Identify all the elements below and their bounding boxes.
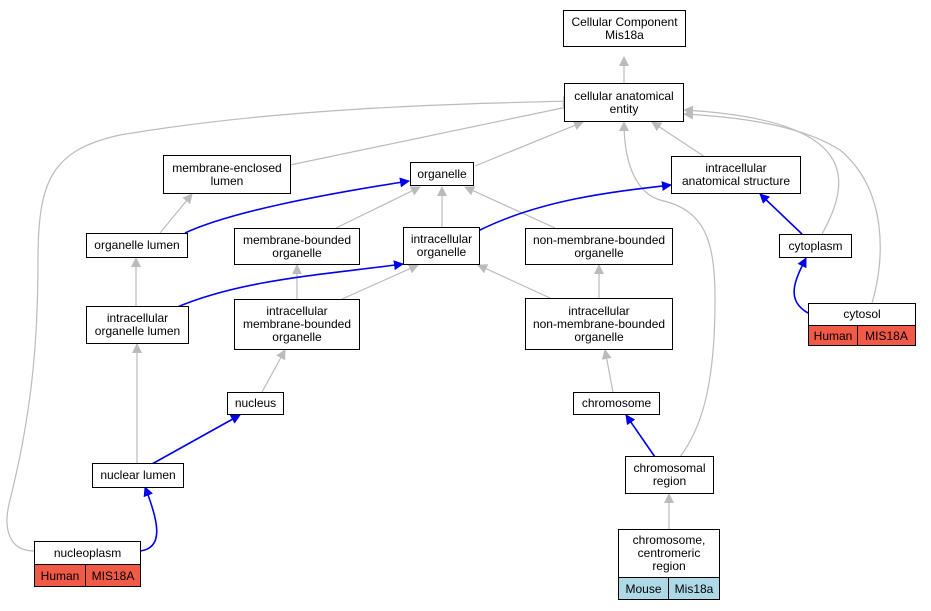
node-intracellular-organelle[interactable]: intracellular organelle <box>403 227 480 265</box>
node-intracellular-non-membrane-bounded-organelle[interactable]: intracellular non-membrane-bounded organ… <box>525 298 673 350</box>
node-organelle[interactable]: organelle <box>410 162 474 186</box>
annotation-gene-nucleoplasm: MIS18A <box>85 564 141 587</box>
edge-iol-to-io-highlight <box>174 260 404 309</box>
annotation-species-human-cytosol: Human <box>808 325 858 346</box>
node-chromosomal-region[interactable]: chromosomal region <box>625 456 714 494</box>
edge-mel-to-cae <box>289 102 573 166</box>
edge-ol-to-org-highlight <box>184 177 410 234</box>
edge-ias-to-cae <box>651 121 706 158</box>
edge-nl-to-nucleus-highlight <box>151 414 241 465</box>
edge-inmbo-to-io <box>477 264 551 299</box>
node-cellular-component-root[interactable]: Cellular Component Mis18a <box>563 10 686 47</box>
edge-np-to-nl-highlight <box>139 486 158 552</box>
node-chromosome-centromeric-region[interactable]: chromosome, centromeric region <box>618 529 720 578</box>
edge-cytosol-to-cyto-highlight <box>793 257 809 314</box>
edge-cr-to-chrom-highlight <box>625 414 656 458</box>
node-nuclear-lumen[interactable]: nuclear lumen <box>92 463 184 488</box>
node-intracellular-organelle-lumen[interactable]: intracellular organelle lumen <box>86 306 189 344</box>
annotation-gene-centromeric-region: Mis18a <box>668 577 720 600</box>
edge-nucleus-to-imbo <box>261 349 286 393</box>
edge-io-to-ias-highlight <box>477 181 672 232</box>
edge-imbo-to-io <box>339 264 419 301</box>
edge-cyto-to-cae <box>683 105 840 235</box>
node-organelle-lumen[interactable]: organelle lumen <box>86 233 188 258</box>
node-cytoplasm[interactable]: cytoplasm <box>779 234 852 258</box>
node-intracellular-membrane-bounded-organelle[interactable]: intracellular membrane-bounded organelle <box>234 299 360 350</box>
edge-cyto-to-ias-highlight <box>759 193 803 235</box>
node-membrane-enclosed-lumen[interactable]: membrane-enclosed lumen <box>163 155 291 194</box>
node-cellular-anatomical-entity[interactable]: cellular anatomical entity <box>564 83 684 122</box>
edge-np-to-cae <box>6 96 573 552</box>
annotation-species-mouse-centromeric-region: Mouse <box>618 577 669 600</box>
edge-nmbo-to-org <box>464 186 556 229</box>
edge-cr-to-cae <box>619 121 716 458</box>
node-cytosol[interactable]: cytosol <box>808 303 916 326</box>
edge-ol-to-mel <box>159 193 193 234</box>
node-membrane-bounded-organelle[interactable]: membrane-bounded organelle <box>234 228 360 265</box>
annotation-gene-cytosol: MIS18A <box>857 325 916 346</box>
node-nucleoplasm[interactable]: nucleoplasm <box>34 541 141 565</box>
edge-chrom-to-inmbo <box>601 349 614 393</box>
node-chromosome[interactable]: chromosome <box>573 392 660 415</box>
edge-org-to-cae <box>474 120 584 167</box>
node-nucleus[interactable]: nucleus <box>227 392 284 415</box>
node-intracellular-anatomical-structure[interactable]: intracellular anatomical structure <box>671 156 801 194</box>
edge-cytosol-to-cae <box>683 109 881 304</box>
node-non-membrane-bounded-organelle[interactable]: non-membrane-bounded organelle <box>525 228 673 265</box>
annotation-species-human-nucleoplasm: Human <box>34 564 86 587</box>
edge-mbo-to-org <box>335 186 421 229</box>
